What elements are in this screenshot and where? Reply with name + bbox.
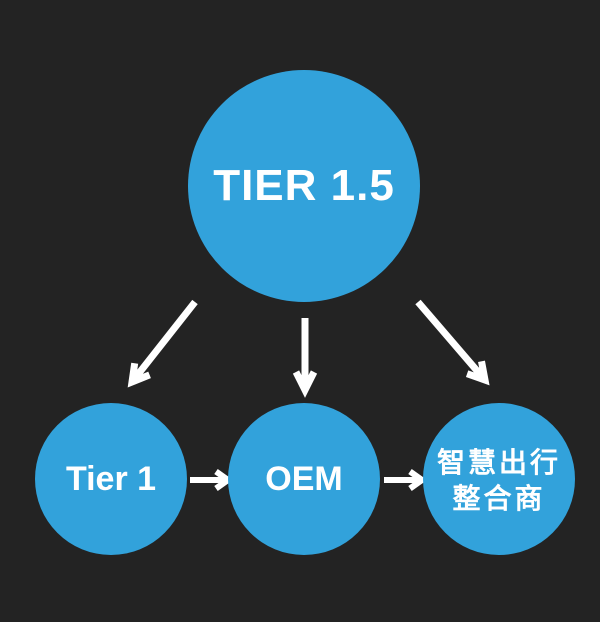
arrow-tier15-to-tier1 [127,299,198,388]
node-mobility-integrator: 智慧出行 整合商 [423,403,575,555]
node-mobility-integrator-label-line2: 整合商 [452,483,546,514]
node-tier-1-5: TIER 1.5 [188,70,420,302]
node-oem: OEM [228,403,380,555]
node-tier-1-label: Tier 1 [65,459,157,498]
node-tier-1-5-label: TIER 1.5 [213,161,395,210]
arrow-tier1-to-oem [190,469,234,491]
node-mobility-integrator-label-line1: 智慧出行 [436,447,561,478]
arrow-oem-to-integrator [384,469,428,491]
arrow-tier15-to-integrator [415,299,490,386]
node-tier-1: Tier 1 [35,403,187,555]
arrow-tier15-to-oem [292,318,318,398]
node-oem-label: OEM [265,459,343,498]
